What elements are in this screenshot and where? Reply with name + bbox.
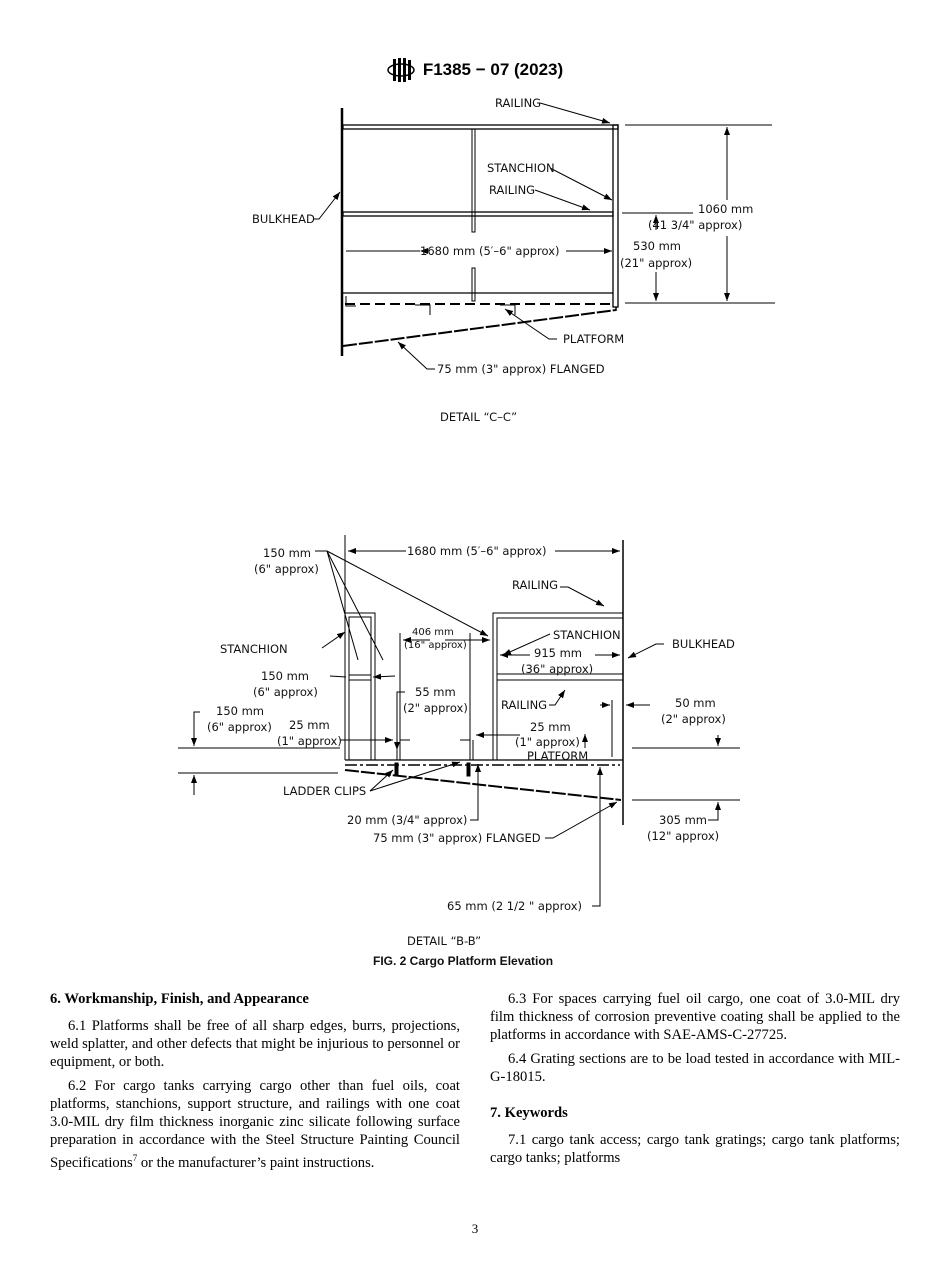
dim-50-approx: (2" approx): [661, 712, 726, 726]
label-platform: PLATFORM: [563, 332, 624, 346]
dim-305-approx: (12" approx): [647, 829, 719, 843]
paragraph-6-2: 6.2 For cargo tanks carrying cargo other…: [50, 1077, 460, 1172]
label-stanchion-left: STANCHION: [220, 642, 288, 656]
label-platform: PLATFORM: [527, 749, 588, 763]
figure-2-drawings: RAILING STANCHION RAILING BULKHEAD 1680 …: [178, 96, 775, 968]
dim-25-b: 25 mm: [530, 720, 571, 734]
detail-bb-caption: DETAIL “B-B”: [407, 934, 481, 948]
dim-915-approx: (36" approx): [521, 662, 593, 676]
label-bulkhead: BULKHEAD: [252, 212, 315, 226]
dim-55: 55 mm: [415, 685, 456, 699]
detail-cc-drawing: RAILING STANCHION RAILING BULKHEAD 1680 …: [252, 96, 775, 424]
dim-65: 65 mm (2 1/2 " approx): [447, 899, 582, 913]
dim-915: 915 mm: [534, 646, 582, 660]
paragraph-6-1: 6.1 Platforms shall be free of all sharp…: [50, 1018, 460, 1070]
dim-1060: 1060 mm: [698, 202, 753, 216]
section-7-heading: 7. Keywords: [490, 1105, 568, 1121]
dim-150-a: 150 mm: [263, 546, 311, 560]
section-6-heading: 6. Workmanship, Finish, and Appearance: [50, 991, 309, 1007]
right-column: 6.3 For spaces carrying fuel oil cargo, …: [490, 990, 900, 1173]
paragraph-7-1: 7.1 cargo tank access; cargo tank gratin…: [490, 1132, 900, 1166]
figure-caption: FIG. 2 Cargo Platform Elevation: [373, 954, 553, 968]
dim-530-approx: (21" approx): [620, 256, 692, 270]
dim-150-a-approx: (6" approx): [254, 562, 319, 576]
left-column: 6. Workmanship, Finish, and Appearance 6…: [50, 990, 460, 1178]
dim-25-a: 25 mm: [289, 718, 330, 732]
label-bulkhead: BULKHEAD: [672, 637, 735, 651]
label-railing-mid: RAILING: [501, 698, 547, 712]
footnote-ref[interactable]: 7: [132, 1153, 138, 1163]
dim-150-b: 150 mm: [261, 669, 309, 683]
label-railing-top: RAILING: [512, 578, 558, 592]
dim-width: 1680 mm (5′–6" approx): [420, 244, 560, 258]
dim-20: 20 mm (3/4" approx): [347, 813, 467, 827]
dim-406: 406 mm: [412, 627, 454, 638]
dim-150-c: 150 mm: [216, 704, 264, 718]
paragraph-6-2-end: or the manufacturer’s paint instructions…: [137, 1154, 375, 1171]
dim-25-a-approx: (1" approx): [277, 734, 342, 748]
dim-530: 530 mm: [633, 239, 681, 253]
label-stanchion: STANCHION: [487, 161, 555, 175]
page-number: 3: [471, 1221, 479, 1236]
dim-406-approx: (16" approx): [404, 640, 467, 651]
dim-150-c-approx: (6" approx): [207, 720, 272, 734]
label-railing-mid: RAILING: [489, 183, 535, 197]
document-designation: F1385 − 07 (2023): [422, 60, 564, 79]
astm-logo: [387, 58, 415, 82]
dim-25-b-approx: (1" approx): [515, 735, 580, 749]
dim-150-b-approx: (6" approx): [253, 685, 318, 699]
label-flanged: 75 mm (3" approx) FLANGED: [373, 831, 541, 845]
detail-cc-caption: DETAIL “C–C”: [440, 410, 517, 424]
dim-1060-approx: (41 3/4" approx): [648, 218, 742, 232]
paragraph-6-4: 6.4 Grating sections are to be load test…: [490, 1051, 900, 1085]
page-header: F1385 − 07 (2023): [0, 57, 950, 83]
label-ladder-clips: LADDER CLIPS: [283, 784, 366, 798]
detail-bb-drawing: 150 mm (6" approx) 1680 mm (5′–6" approx…: [178, 535, 740, 968]
dim-50: 50 mm: [675, 696, 716, 710]
dim-305: 305 mm: [659, 813, 707, 827]
dim-55-approx: (2" approx): [403, 701, 468, 715]
label-flanged: 75 mm (3" approx) FLANGED: [437, 362, 605, 376]
dim-width: 1680 mm (5′–6" approx): [407, 544, 547, 558]
label-railing-top: RAILING: [495, 96, 541, 110]
paragraph-6-2-text: 6.2 For cargo tanks carrying cargo other…: [50, 1078, 460, 1171]
paragraph-6-3: 6.3 For spaces carrying fuel oil cargo, …: [490, 991, 900, 1043]
label-stanchion-right: STANCHION: [553, 628, 621, 642]
